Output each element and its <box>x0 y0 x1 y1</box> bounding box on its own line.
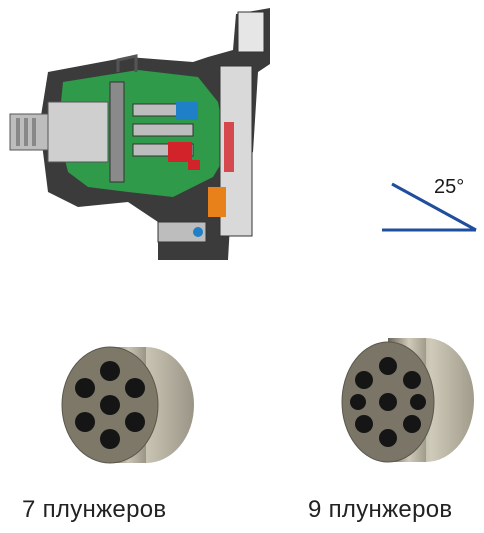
angle-label: 25° <box>434 176 465 198</box>
cylinder-block-9-plungers-image <box>341 338 474 463</box>
swash-angle-indicator <box>382 182 477 232</box>
angle-upper-line <box>391 182 477 232</box>
caption-9-plungers: 9 плунжеров <box>308 496 453 523</box>
caption-7-plungers: 7 плунжеров <box>22 496 167 523</box>
cylinder-block-7-plungers-image <box>61 346 194 464</box>
hydraulic-motor-cutaway-image <box>9 8 270 260</box>
